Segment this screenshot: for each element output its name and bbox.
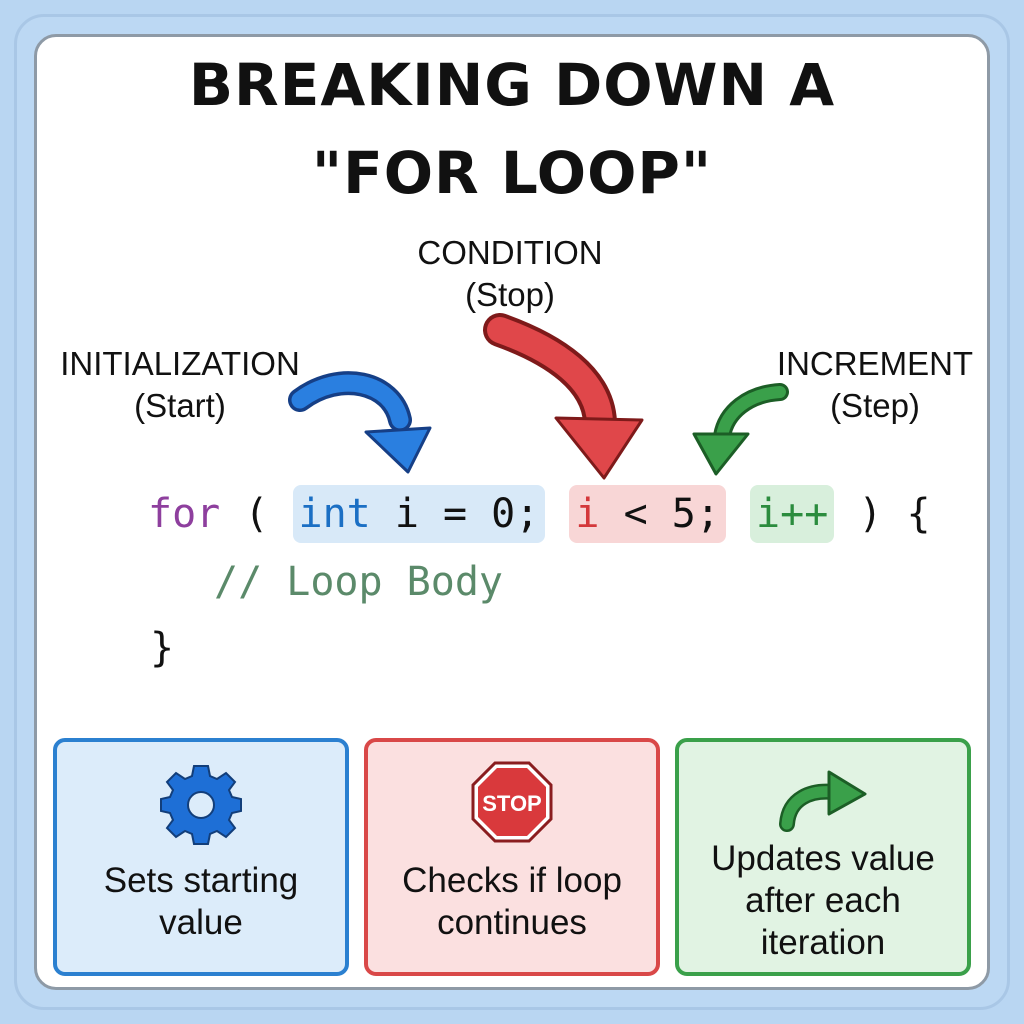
code-cond-rest: < 5; <box>599 491 720 537</box>
gear-icon <box>160 765 242 845</box>
code-initialization: int i = 0; <box>292 485 546 543</box>
curved-arrow-right-icon <box>779 770 867 832</box>
box-initialization-line-1: Sets starting <box>103 861 299 900</box>
code-keyword-for: for <box>148 491 221 537</box>
stop-sign-icon: STOP <box>471 761 553 843</box>
box-increment: Updates value after each iteration <box>675 738 971 976</box>
code-increment: i++ <box>750 485 835 543</box>
box-condition-text: Checks if loop continues <box>368 860 656 944</box>
box-initialization-line-2: value <box>159 903 243 942</box>
title-line-1: BREAKING DOWN A <box>188 51 836 119</box>
label-initialization: INITIALIZATION (Start) <box>20 343 340 427</box>
code-init-type: int <box>298 491 371 537</box>
box-initialization: Sets starting value <box>53 738 349 976</box>
label-condition: CONDITION (Stop) <box>360 232 660 316</box>
label-initialization-name: INITIALIZATION <box>60 345 300 382</box>
box-condition: STOP Checks if loop continues <box>364 738 660 976</box>
box-increment-line-3: iteration <box>760 923 886 962</box>
code-condition: i < 5; <box>569 485 726 543</box>
label-increment-name: INCREMENT <box>776 345 974 382</box>
code-close-brace: } <box>150 625 175 671</box>
box-initialization-text: Sets starting value <box>57 860 345 944</box>
code-open-paren: ( <box>220 491 293 537</box>
box-condition-line-1: Checks if loop <box>402 861 622 900</box>
code-close: ) { <box>834 491 931 537</box>
box-increment-text: Updates value after each iteration <box>679 838 967 964</box>
stop-sign-text: STOP <box>482 791 542 816</box>
label-condition-sub: (Stop) <box>465 276 555 313</box>
code-cond-var: i <box>575 491 600 537</box>
label-increment-sub: (Step) <box>830 387 920 424</box>
label-increment: INCREMENT (Step) <box>730 343 1020 427</box>
box-increment-line-1: Updates value <box>711 839 935 878</box>
box-condition-line-2: continues <box>437 903 587 942</box>
code-line-for-header: for ( int i = 0; i < 5; i++ ) { <box>148 485 931 543</box>
box-increment-line-2: after each <box>745 881 901 920</box>
title-line-2: "FOR LOOP" <box>311 139 713 207</box>
code-init-rest: i = 0; <box>370 491 540 537</box>
label-initialization-sub: (Start) <box>134 387 226 424</box>
label-condition-name: CONDITION <box>417 234 603 271</box>
code-loop-body-comment: // Loop Body <box>214 559 503 605</box>
